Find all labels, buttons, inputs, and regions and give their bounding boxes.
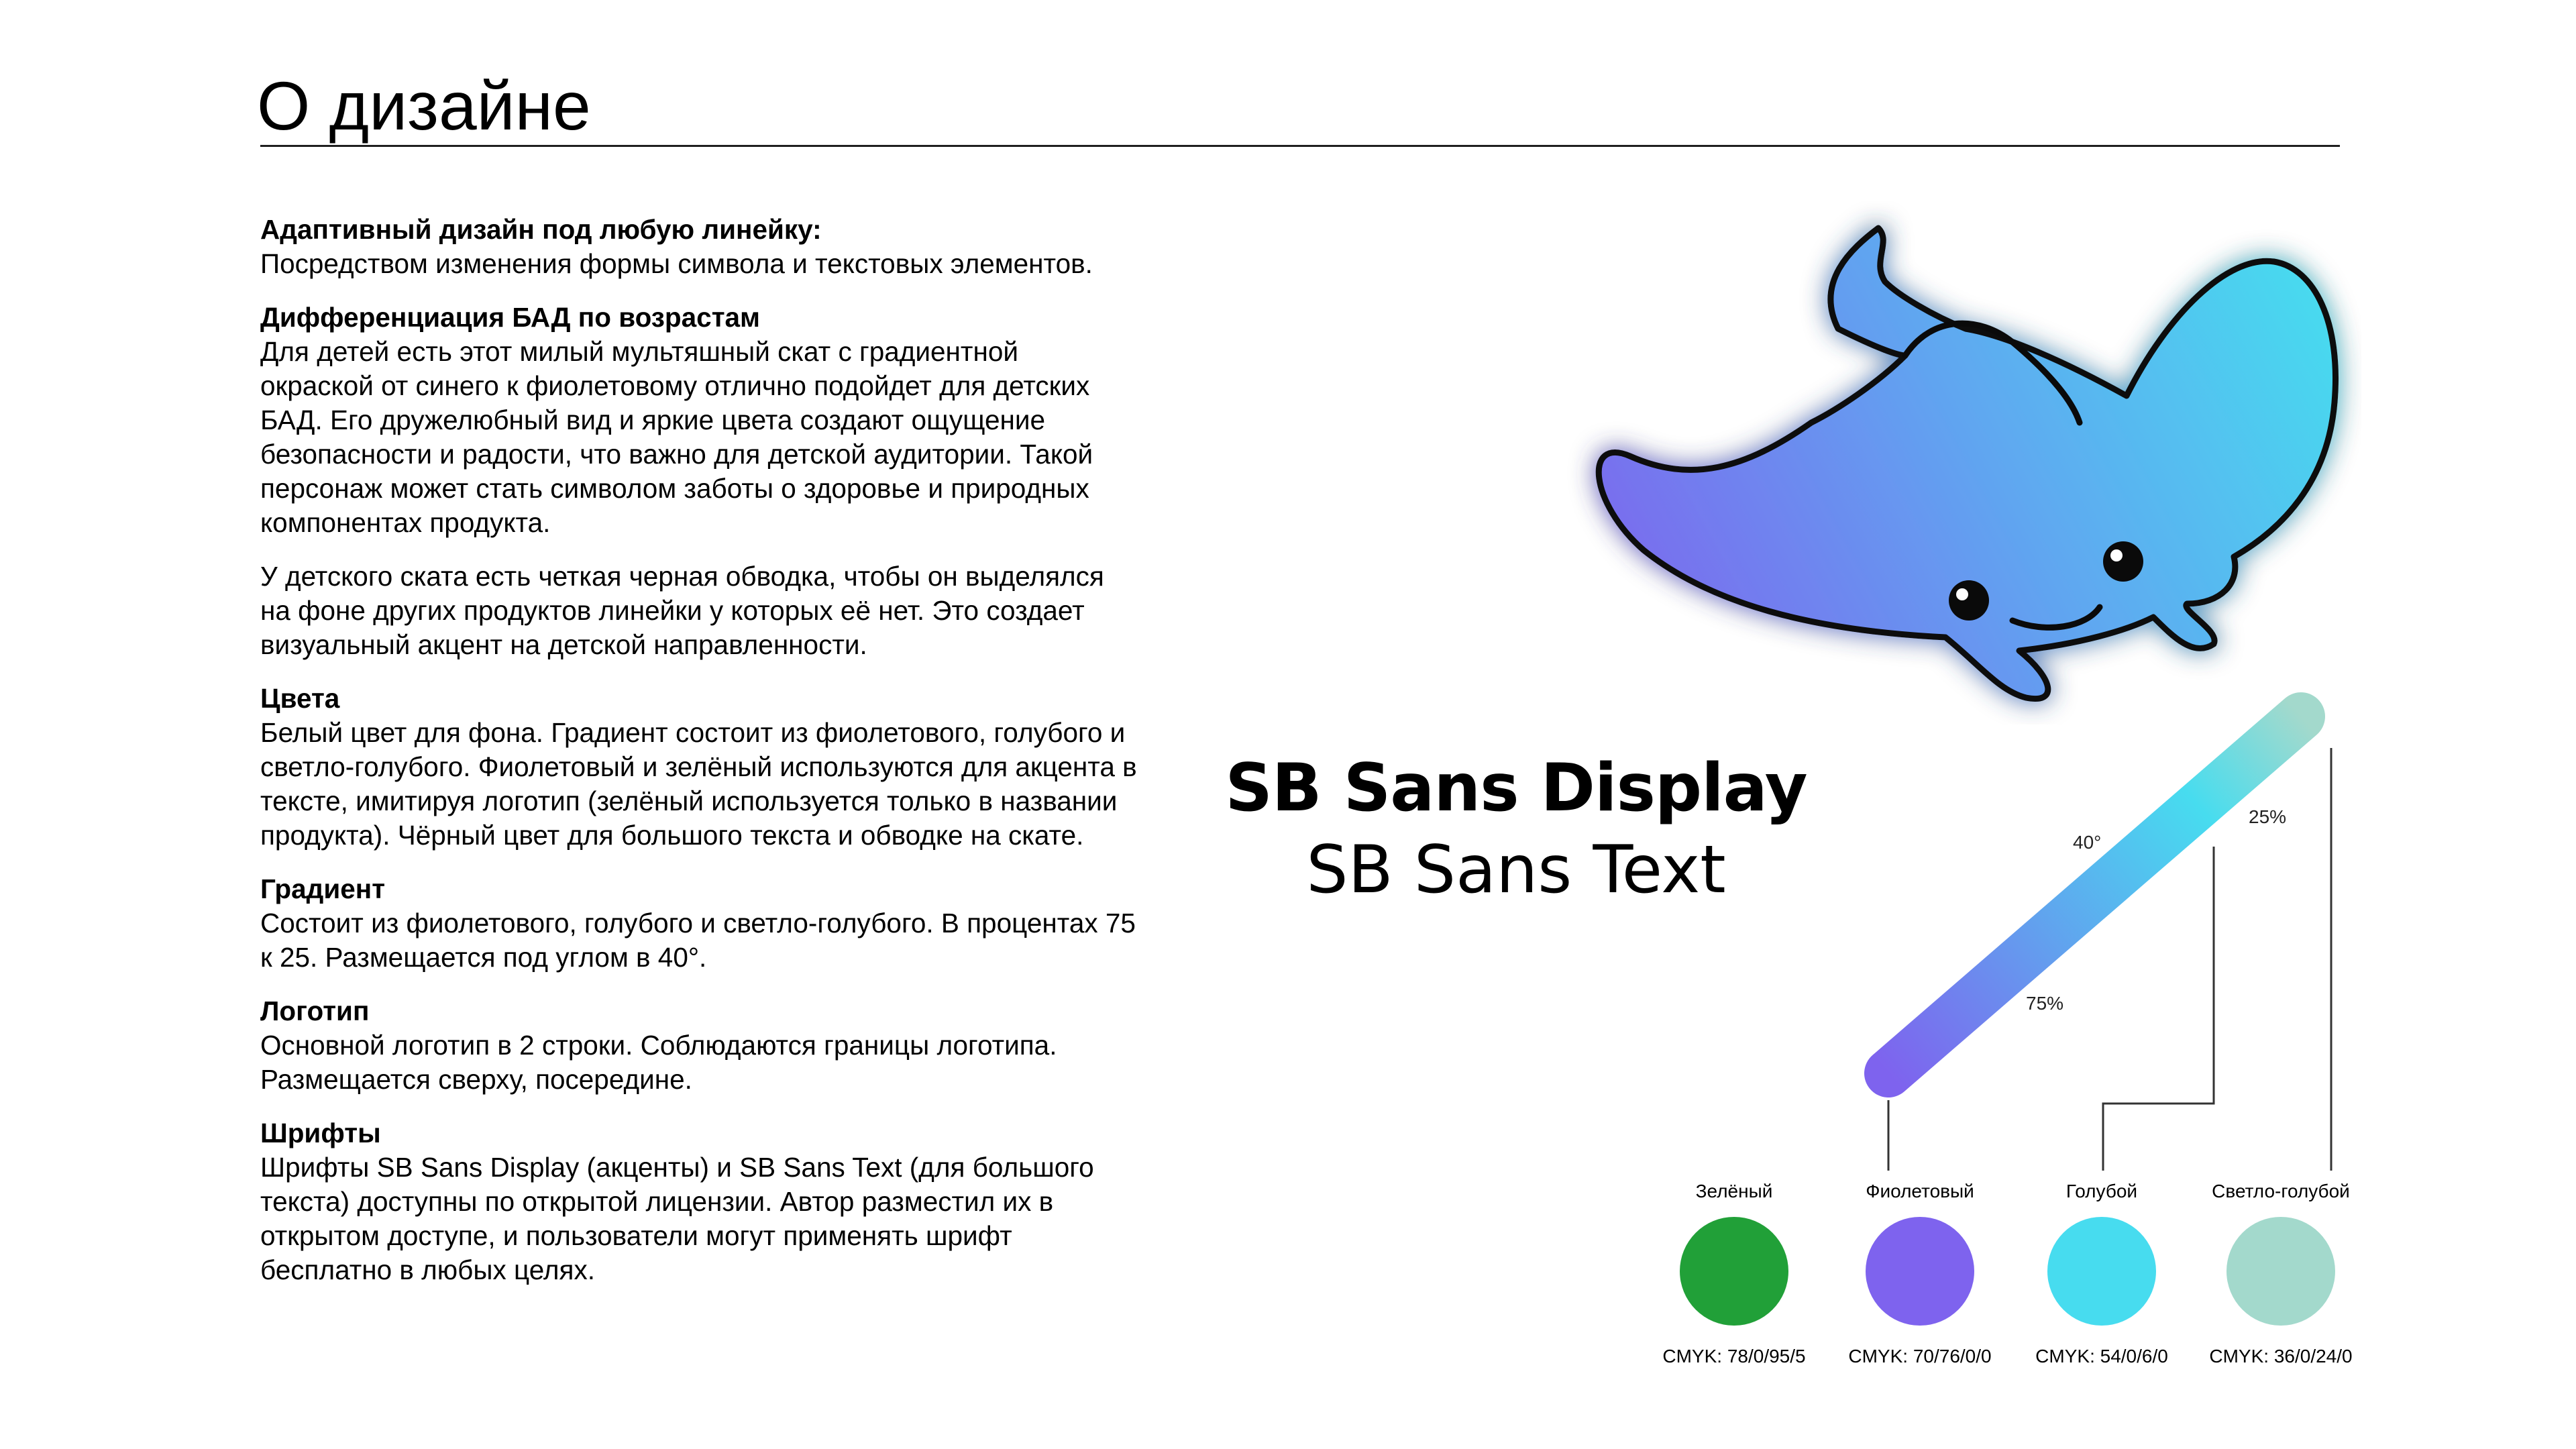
swatch-blue: Голубой CMYK: 54/0/6/0 xyxy=(2008,1181,2196,1367)
swatch-color xyxy=(2226,1217,2335,1326)
section-colors: Цвета Белый цвет для фона. Градиент сост… xyxy=(260,682,1139,853)
swatch-cmyk: CMYK: 70/76/0/0 xyxy=(1848,1346,1992,1366)
section-logo: Логотип Основной логотип в 2 строки. Соб… xyxy=(260,994,1139,1097)
swatch-violet: Фиолетовый CMYK: 70/76/0/0 xyxy=(1826,1181,2014,1367)
swatch-color xyxy=(2047,1217,2156,1326)
section-body: Белый цвет для фона. Градиент состоит из… xyxy=(260,717,1137,851)
swatch-name: Светло-голубой xyxy=(2212,1181,2350,1201)
page-title: О дизайне xyxy=(257,68,591,144)
section-heading: Цвета xyxy=(260,683,340,714)
font-sample-display: SB Sans Display xyxy=(1225,750,1807,826)
section-heading: Адаптивный дизайн под любую линейку: xyxy=(260,214,822,245)
gradient-pct-low: 75% xyxy=(2026,993,2063,1014)
title-divider xyxy=(260,145,2340,147)
swatch-cmyk: CMYK: 54/0/6/0 xyxy=(2035,1346,2168,1366)
section-heading: Логотип xyxy=(260,996,370,1026)
description-column: Адаптивный дизайн под любую линейку: Пос… xyxy=(260,213,1139,1307)
section-heading: Градиент xyxy=(260,873,386,904)
swatch-name: Зелёный xyxy=(1695,1181,1773,1201)
font-sample-text: SB Sans Text xyxy=(1306,832,1726,908)
section-adaptive: Адаптивный дизайн под любую линейку: Пос… xyxy=(260,213,1139,281)
gradient-pct-high: 25% xyxy=(2249,806,2286,827)
section-fonts: Шрифты Шрифты SB Sans Display (акценты) … xyxy=(260,1116,1139,1287)
section-body: У детского ската есть четкая черная обво… xyxy=(260,561,1104,660)
stingray-eye xyxy=(2103,541,2143,582)
connector-blue xyxy=(2102,847,2215,1171)
section-body: Шрифты SB Sans Display (акценты) и SB Sa… xyxy=(260,1152,1094,1285)
swatch-name: Фиолетовый xyxy=(1866,1181,1974,1201)
section-heading: Дифференциация БАД по возрастам xyxy=(260,302,761,333)
section-body: Для детей есть этот милый мультяшный ска… xyxy=(260,336,1093,538)
stingray-icon xyxy=(1595,225,2339,702)
section-body: Состоит из фиолетового, голубого и светл… xyxy=(260,908,1136,973)
section-outline: У детского ската есть четкая черная обво… xyxy=(260,559,1139,662)
stingray-body xyxy=(1595,225,2339,702)
swatch-green: Зелёный CMYK: 78/0/95/5 xyxy=(1640,1181,1828,1367)
stingray-smile xyxy=(2009,604,2103,631)
section-heading: Шрифты xyxy=(260,1118,381,1148)
section-body: Основной логотип в 2 строки. Соблюдаются… xyxy=(260,1030,1057,1095)
gradient-angle-label: 40° xyxy=(2073,832,2101,853)
swatch-color xyxy=(1866,1217,1974,1326)
swatch-cmyk: CMYK: 36/0/24/0 xyxy=(2209,1346,2353,1366)
swatch-light-blue: Светло-голубой CMYK: 36/0/24/0 xyxy=(2187,1181,2375,1367)
section-body: Посредством изменения формы символа и те… xyxy=(260,248,1093,279)
section-gradient: Градиент Состоит из фиолетового, голубог… xyxy=(260,872,1139,975)
stingray-eye xyxy=(1949,580,1989,621)
swatch-color xyxy=(1680,1217,1788,1326)
swatch-name: Голубой xyxy=(2065,1181,2138,1201)
gradient-diagram: 40° 25% 75% xyxy=(1864,692,2332,1171)
section-age-differentiation: Дифференциация БАД по возрастам Для дете… xyxy=(260,301,1139,540)
gradient-bar xyxy=(1864,692,2325,1097)
swatch-cmyk: CMYK: 78/0/95/5 xyxy=(1662,1346,1806,1366)
